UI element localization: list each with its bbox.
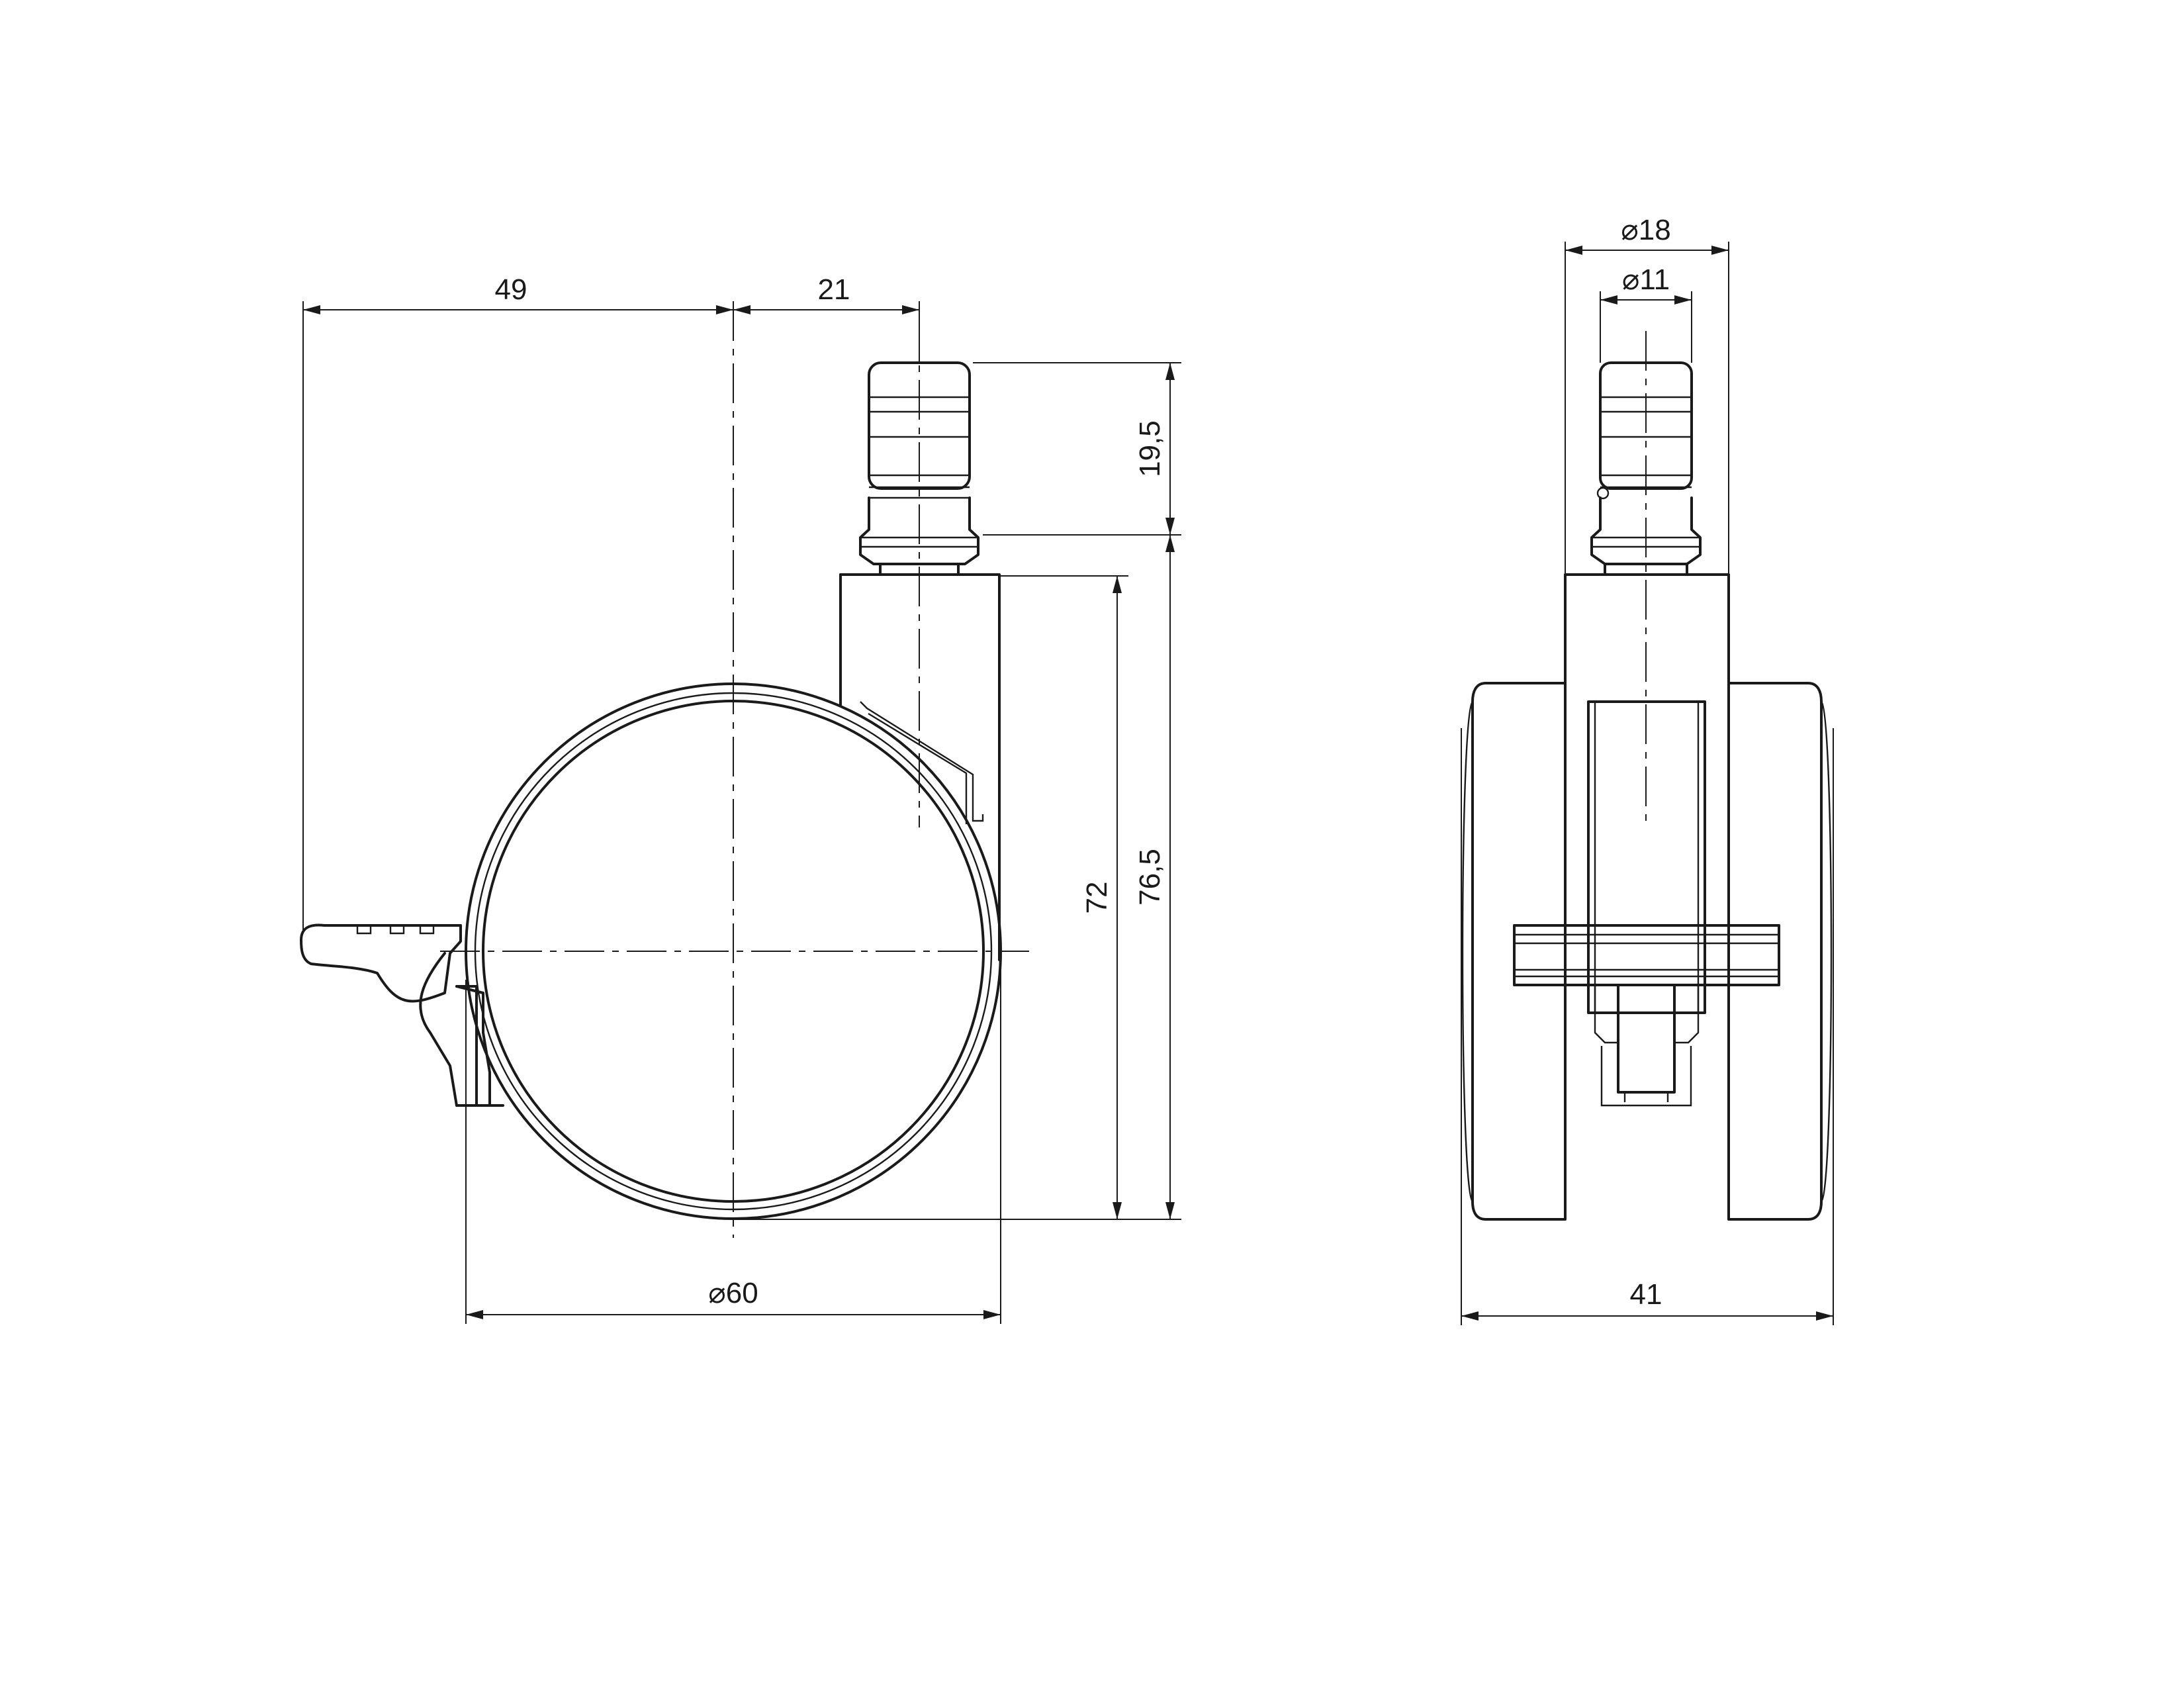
dimension-pin-diameter: ⌀11 (1600, 263, 1692, 363)
dimension-housing-height: 72 (733, 575, 1128, 1220)
caster-housing-side (839, 573, 1001, 961)
dimension-stem-offset: 21 (733, 273, 920, 363)
dimension-label-19-5: 19,5 (1134, 420, 1166, 477)
dimension-total-width: 41 (1461, 728, 1834, 1325)
front-view: ⌀18 ⌀11 41 (1461, 214, 1834, 1325)
side-view: 49 21 19,5 72 (300, 273, 1181, 1324)
brake-stub-front (1594, 984, 1700, 1107)
dimension-label-72: 72 (1081, 882, 1113, 914)
dimension-label-diameter-60: ⌀60 (708, 1277, 758, 1309)
wheel-left-front (1461, 682, 1567, 1221)
dimension-label-49: 49 (495, 273, 527, 306)
wheel-right-front (1727, 682, 1833, 1221)
caster-housing-front (1564, 573, 1730, 1014)
dimension-total-height: 76,5 (1128, 535, 1181, 1220)
dimension-label-76-5: 76,5 (1134, 849, 1166, 906)
dimension-label-diameter-18: ⌀18 (1621, 214, 1670, 246)
dimension-stem-diameter: ⌀18 (1565, 214, 1729, 575)
dimension-brake-offset: 49 (302, 273, 733, 933)
dimension-stem-length: 19,5 (973, 362, 1181, 536)
dimension-label-41: 41 (1630, 1278, 1662, 1311)
dimension-label-21: 21 (818, 273, 850, 306)
brake-lever (300, 923, 504, 1107)
dimension-label-diameter-11: ⌀11 (1622, 263, 1670, 296)
dimension-wheel-diameter: ⌀60 (465, 960, 1001, 1324)
axle-plate (1513, 924, 1780, 986)
